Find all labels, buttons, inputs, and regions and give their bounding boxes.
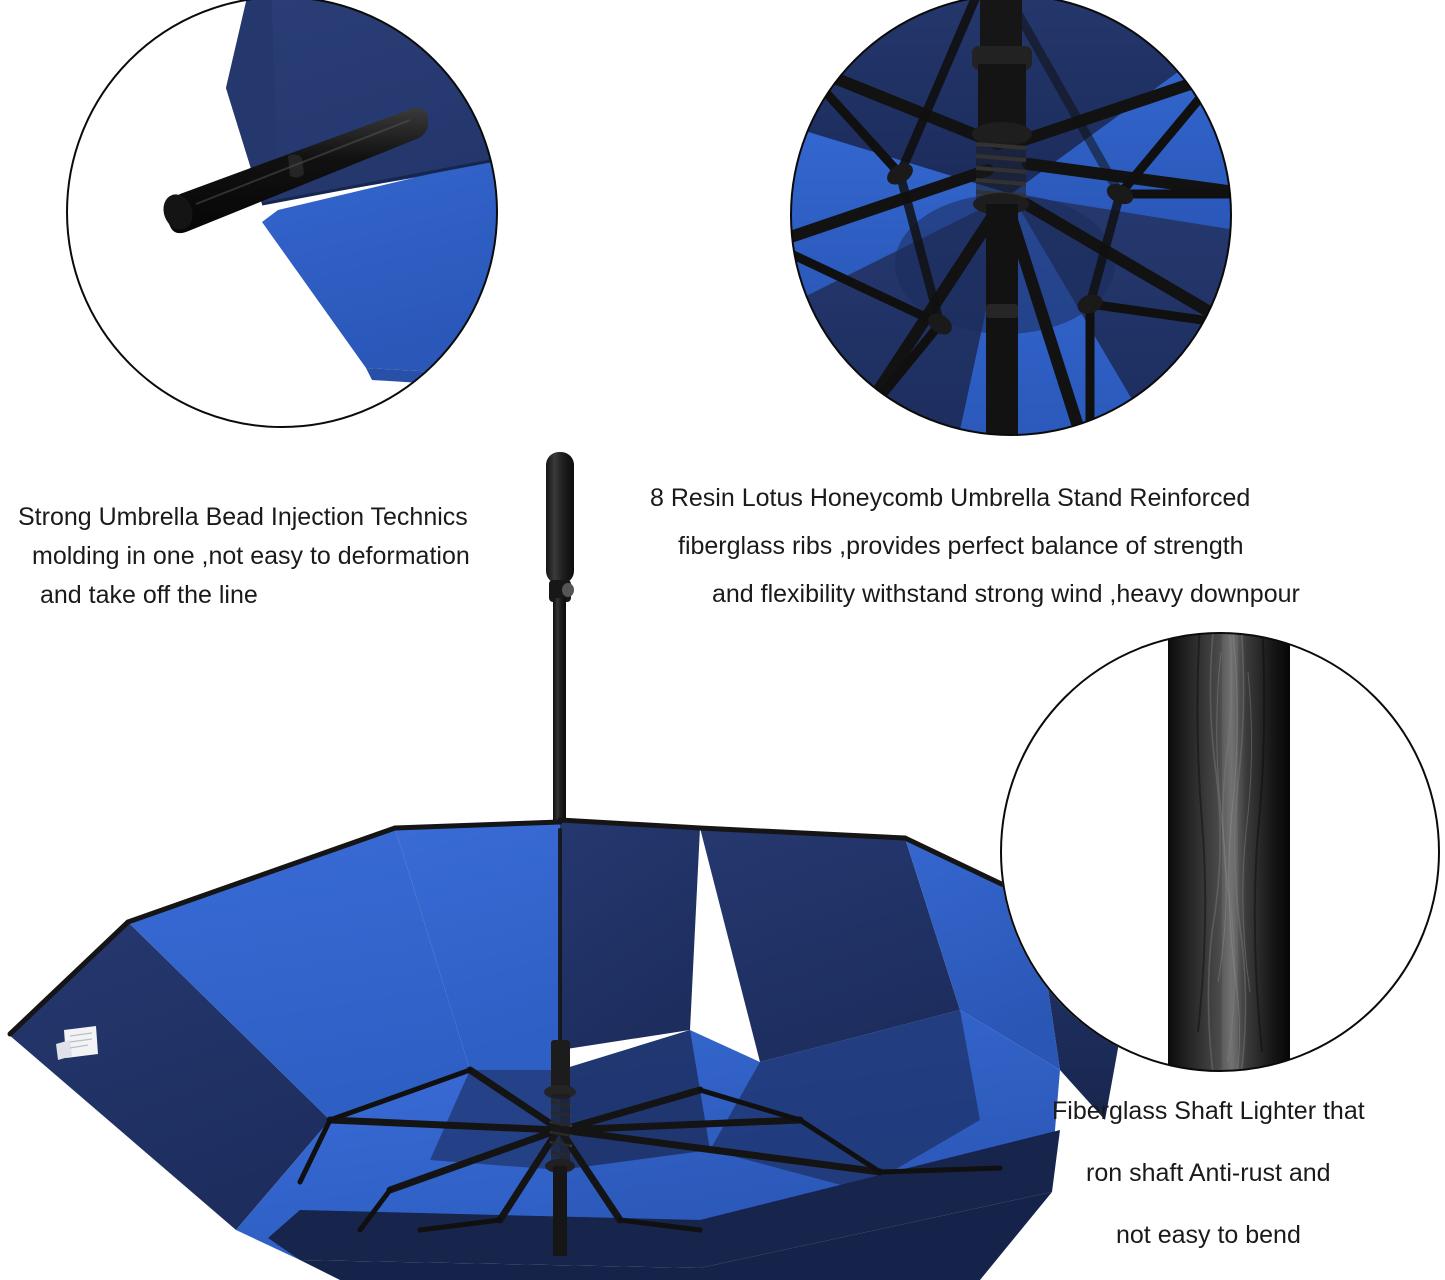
umbrella-stand-closeup bbox=[791, 0, 1231, 435]
caption-ribs-line-1: 8 Resin Lotus Honeycomb Umbrella Stand R… bbox=[650, 484, 1251, 512]
caption-shaft-line-3: not easy to bend bbox=[1116, 1221, 1301, 1249]
caption-fiberglass-shaft: Fiberglass Shaft Lighter that ron shaft … bbox=[1052, 1080, 1365, 1266]
inset-rib-tip bbox=[66, 0, 498, 428]
inset-fiberglass-shaft bbox=[1000, 632, 1440, 1072]
rib-tip-closeup bbox=[67, 0, 497, 427]
caption-shaft-line-1: Fiberglass Shaft Lighter that bbox=[1052, 1097, 1365, 1125]
caption-bead-line-3: and take off the line bbox=[40, 581, 258, 609]
caption-shaft-line-2: ron shaft Anti-rust and bbox=[1086, 1159, 1331, 1187]
umbrella-hub bbox=[297, 1040, 1003, 1256]
inset-umbrella-stand bbox=[790, 0, 1232, 436]
caption-bead-line-1: Strong Umbrella Bead Injection Technics bbox=[18, 503, 468, 531]
umbrella-illustration bbox=[7, 452, 1145, 1280]
rib-tip-cap bbox=[163, 107, 428, 234]
care-label-tag bbox=[56, 1026, 98, 1060]
stand-center-shaft bbox=[972, 0, 1032, 435]
caption-ribs-line-3: and flexibility withstand strong wind ,h… bbox=[712, 580, 1300, 608]
caption-bead-injection: Strong Umbrella Bead Injection Technics … bbox=[18, 498, 470, 615]
product-umbrella-scene bbox=[0, 430, 1445, 1280]
umbrella-handle bbox=[546, 452, 574, 602]
caption-honeycomb-ribs: 8 Resin Lotus Honeycomb Umbrella Stand R… bbox=[650, 474, 1300, 618]
fiberglass-shaft-closeup bbox=[1001, 633, 1439, 1071]
fiberglass-shaft bbox=[1168, 633, 1290, 1071]
umbrella-canopy bbox=[8, 820, 1142, 1280]
caption-bead-line-2: molding in one ,not easy to deformation bbox=[32, 542, 470, 570]
caption-ribs-line-2: fiberglass ribs ,provides perfect balanc… bbox=[678, 532, 1244, 560]
stand-joints bbox=[887, 163, 1134, 335]
